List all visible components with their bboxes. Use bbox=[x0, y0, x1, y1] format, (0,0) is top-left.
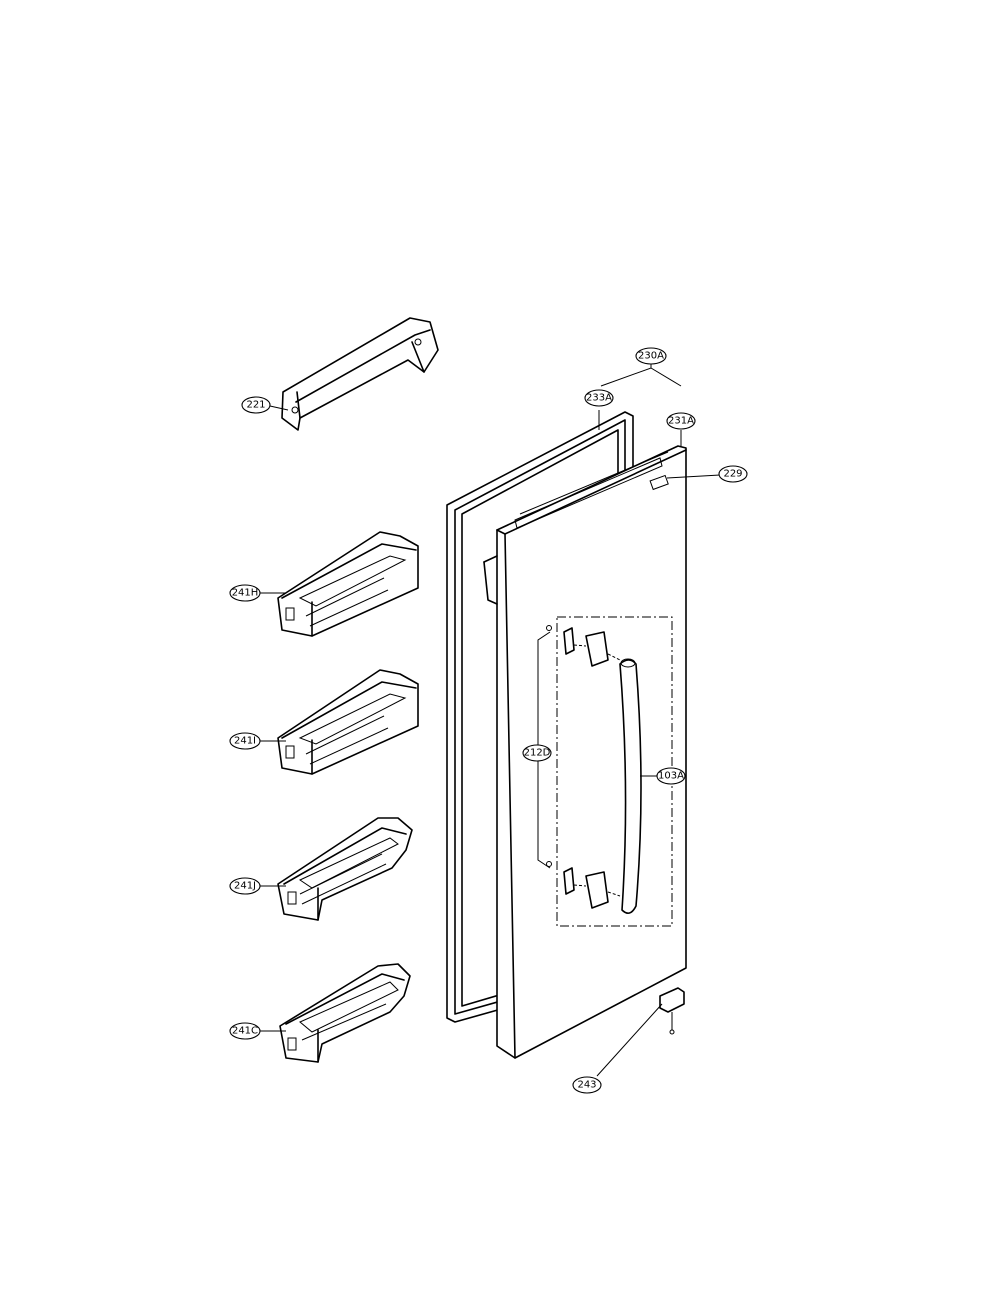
svg-text:241J: 241J bbox=[234, 881, 256, 892]
handle-assembly bbox=[537, 616, 673, 927]
callout-229: 229 bbox=[718, 465, 748, 483]
callout-243: 243 bbox=[572, 1076, 602, 1094]
callout-230a: 230A bbox=[635, 347, 667, 365]
door-bin-241c bbox=[279, 963, 411, 1063]
callout-241i: 241I bbox=[229, 732, 261, 750]
leader-lines bbox=[260, 358, 721, 1077]
svg-text:231A: 231A bbox=[668, 416, 694, 427]
callout-241h: 241H bbox=[229, 584, 261, 602]
door-bin-241i bbox=[277, 669, 419, 775]
svg-text:241H: 241H bbox=[232, 588, 259, 599]
hinge-part bbox=[659, 987, 685, 1035]
door-bin-241h bbox=[277, 531, 419, 637]
door-bin-241j bbox=[277, 817, 413, 921]
svg-text:212D: 212D bbox=[524, 748, 551, 759]
callout-241c: 241C bbox=[229, 1022, 261, 1040]
callout-233a: 233A bbox=[584, 389, 614, 407]
svg-text:230A: 230A bbox=[638, 351, 664, 362]
svg-text:229: 229 bbox=[723, 469, 742, 480]
svg-text:243: 243 bbox=[577, 1080, 596, 1091]
door-panel-part bbox=[483, 445, 687, 1059]
svg-text:241C: 241C bbox=[232, 1026, 258, 1037]
svg-text:233A: 233A bbox=[586, 393, 612, 404]
svg-text:221: 221 bbox=[246, 400, 265, 411]
callout-241j: 241J bbox=[229, 877, 261, 895]
svg-text:241I: 241I bbox=[234, 736, 256, 747]
door-bar-part bbox=[281, 317, 439, 431]
callout-221: 221 bbox=[241, 396, 271, 414]
svg-text:103A: 103A bbox=[658, 771, 684, 782]
callout-212d: 212D bbox=[522, 744, 552, 762]
callout-103a: 103A bbox=[656, 767, 686, 785]
callout-231a: 231A bbox=[666, 412, 696, 430]
